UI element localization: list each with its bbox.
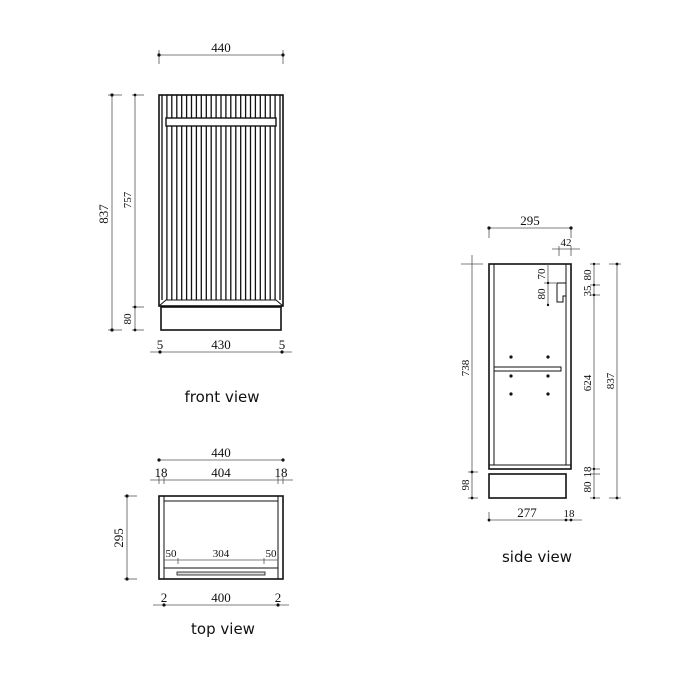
side-right-shelf-label: 18 (582, 466, 594, 478)
side-view: 295 42 (460, 213, 621, 566)
side-right-plinth-label: 80 (582, 481, 594, 493)
side-depth-label: 295 (520, 213, 540, 228)
front-plinth-height-label: 80 (122, 313, 134, 325)
side-handle-notch (556, 264, 567, 303)
top-panel-dimension: 18 404 18 (150, 465, 293, 484)
front-plinth-width-label: 430 (211, 337, 231, 352)
top-right-panel-label: 18 (275, 465, 288, 480)
side-shelf (493, 366, 562, 372)
top-bottom-left-label: 2 (161, 590, 168, 605)
side-body-height-label: 738 (460, 359, 472, 376)
front-height-label: 837 (96, 204, 111, 224)
side-door-thickness-label: 42 (561, 237, 572, 249)
side-right-middle-label: 624 (582, 374, 594, 391)
side-view-caption: side view (502, 548, 572, 566)
top-bottom-width-label: 400 (211, 590, 231, 605)
side-right-dimension: 80 35 624 18 80 (582, 262, 600, 500)
top-inner-width-label: 404 (211, 465, 231, 480)
side-notch-top-label: 70 (536, 268, 548, 280)
front-view-caption: front view (185, 388, 260, 406)
top-left-panel-label: 18 (155, 465, 168, 480)
front-height-dimension: 837 (96, 93, 122, 332)
side-overall-height-dimension: 837 (605, 262, 621, 500)
front-top-rail (165, 117, 277, 127)
side-depth-dimension: 295 (487, 213, 573, 238)
front-view: 440 837 757 80 (96, 40, 292, 406)
side-right-top-label: 80 (582, 269, 594, 281)
front-door-height-dimension: 757 80 (122, 93, 144, 332)
front-width-label: 440 (211, 40, 231, 55)
side-plinth (488, 473, 567, 499)
top-handle-dimension: 50 304 50 (164, 548, 278, 564)
top-bottom-right-label: 2 (275, 590, 282, 605)
side-door-thickness-dimension: 42 (552, 237, 580, 256)
side-base-depth-label: 277 (517, 505, 537, 520)
top-view: 440 18 404 18 50 304 50 (111, 445, 293, 638)
side-notch-dimension: 70 80 (536, 264, 556, 307)
top-bottom-dimension: 2 400 2 (153, 590, 289, 607)
front-door-slats (161, 95, 281, 300)
front-right-inset-label: 5 (279, 337, 286, 352)
side-right-gap-label: 35 (582, 285, 594, 297)
top-width-label: 440 (211, 445, 231, 460)
side-overall-height-label: 837 (605, 372, 617, 389)
shelf-pin-holes (509, 355, 550, 396)
side-carcass-outline (488, 263, 572, 470)
front-plinth (160, 306, 282, 331)
side-left-dimension: 738 98 (460, 255, 483, 500)
side-base-door-label: 18 (564, 508, 576, 520)
top-handle-right-label: 50 (266, 548, 278, 560)
top-depth-dimension: 295 (111, 494, 137, 581)
front-door-height-label: 757 (122, 191, 134, 208)
top-depth-label: 295 (111, 528, 126, 548)
front-left-inset-label: 5 (157, 337, 164, 352)
front-width-dimension: 440 (157, 40, 285, 64)
side-notch-height-label: 80 (536, 288, 548, 300)
top-handle-length-label: 304 (213, 548, 230, 560)
top-width-dimension: 440 (157, 445, 285, 462)
top-carcass-outline (158, 495, 284, 580)
side-base-dimension: 277 18 (487, 505, 582, 522)
top-handle (176, 571, 266, 576)
front-plinth-dimension: 5 430 5 (150, 337, 292, 354)
side-plinth-height-label: 98 (460, 479, 472, 491)
top-view-caption: top view (191, 620, 255, 638)
top-handle-left-label: 50 (166, 548, 178, 560)
front-door-bevel (158, 299, 284, 307)
